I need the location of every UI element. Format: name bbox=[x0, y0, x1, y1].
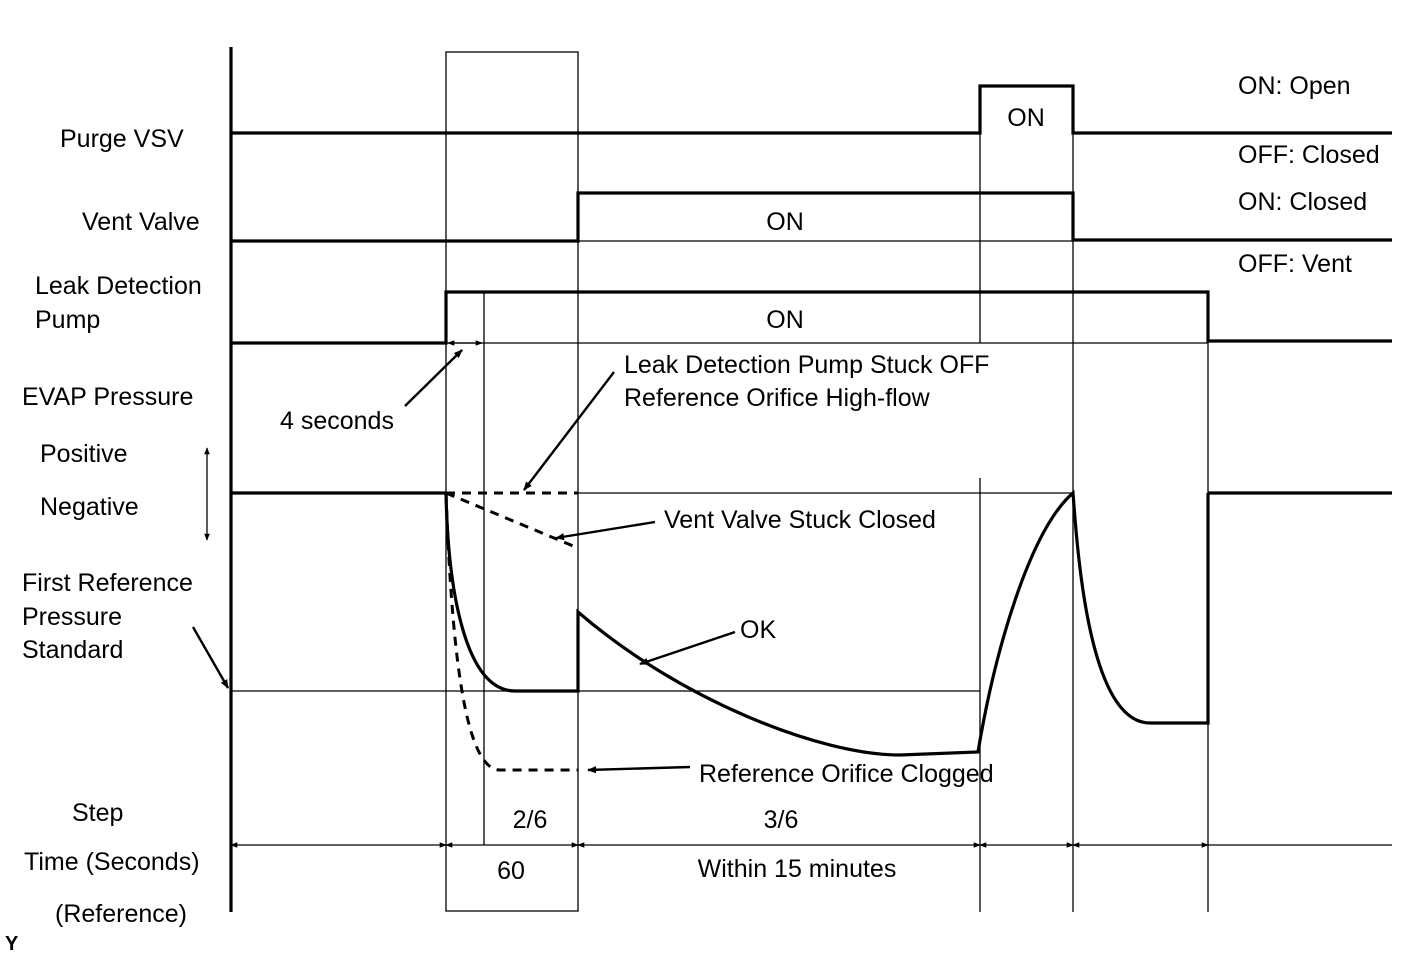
label-time: Time (Seconds) bbox=[24, 848, 200, 876]
annotation-pump-stuck-line2: Reference Orifice High-flow bbox=[624, 384, 931, 412]
time-15min-label: Within 15 minutes bbox=[698, 855, 897, 883]
ok-pressure-curve bbox=[444, 489, 1210, 757]
label-leak-pump-line2: Pump bbox=[35, 306, 100, 334]
purge-on-label: ON bbox=[1007, 104, 1045, 132]
label-first-reference-line1: First Reference bbox=[22, 569, 193, 597]
label-purge-vsv: Purge VSV bbox=[60, 125, 184, 153]
vent-stuck-closed-curve bbox=[445, 491, 579, 550]
vent-stuck-pointer bbox=[555, 520, 656, 541]
step-3-label: 3/6 bbox=[764, 806, 799, 834]
ok-pointer bbox=[639, 630, 736, 666]
annotation-ok: OK bbox=[740, 616, 776, 644]
step-2-label: 2/6 bbox=[513, 806, 548, 834]
first-reference-pointer bbox=[191, 626, 230, 689]
label-reference: (Reference) bbox=[55, 900, 187, 928]
leak-pump-signal bbox=[231, 290, 1392, 345]
annotation-pump-stuck-line1: Leak Detection Pump Stuck OFF bbox=[624, 351, 989, 379]
label-evap-pressure: EVAP Pressure bbox=[22, 383, 193, 411]
label-negative: Negative bbox=[40, 493, 139, 521]
annotation-orifice-clogged: Reference Orifice Clogged bbox=[699, 760, 994, 788]
pump-on-label: ON bbox=[766, 306, 804, 334]
vent-valve-signal bbox=[231, 191, 1392, 243]
annotation-four-seconds: 4 seconds bbox=[280, 407, 394, 435]
corner-mark: Y bbox=[5, 933, 19, 955]
label-first-reference-line3: Standard bbox=[22, 636, 123, 664]
four-seconds-pointer bbox=[404, 349, 463, 407]
label-leak-pump-line1: Leak Detection bbox=[35, 272, 202, 300]
label-step: Step bbox=[72, 799, 123, 827]
legend-vent-on: ON: Closed bbox=[1238, 188, 1367, 216]
label-first-reference-line2: Pressure bbox=[22, 603, 122, 631]
orifice-clogged-pointer bbox=[587, 765, 691, 774]
purge-vsv-signal bbox=[231, 84, 1392, 135]
legend-vent-off: OFF: Vent bbox=[1238, 250, 1352, 278]
legend-purge-off: OFF: Closed bbox=[1238, 141, 1380, 169]
label-positive: Positive bbox=[40, 440, 128, 468]
vent-on-label: ON bbox=[766, 208, 804, 236]
annotation-vent-stuck: Vent Valve Stuck Closed bbox=[664, 506, 936, 534]
label-vent-valve: Vent Valve bbox=[82, 208, 200, 236]
legend-purge-on: ON: Open bbox=[1238, 72, 1351, 100]
step-2-window bbox=[445, 51, 579, 912]
orifice-clogged-curve bbox=[444, 492, 578, 772]
pump-stuck-pointer bbox=[523, 371, 615, 491]
time-60-label: 60 bbox=[497, 857, 525, 885]
